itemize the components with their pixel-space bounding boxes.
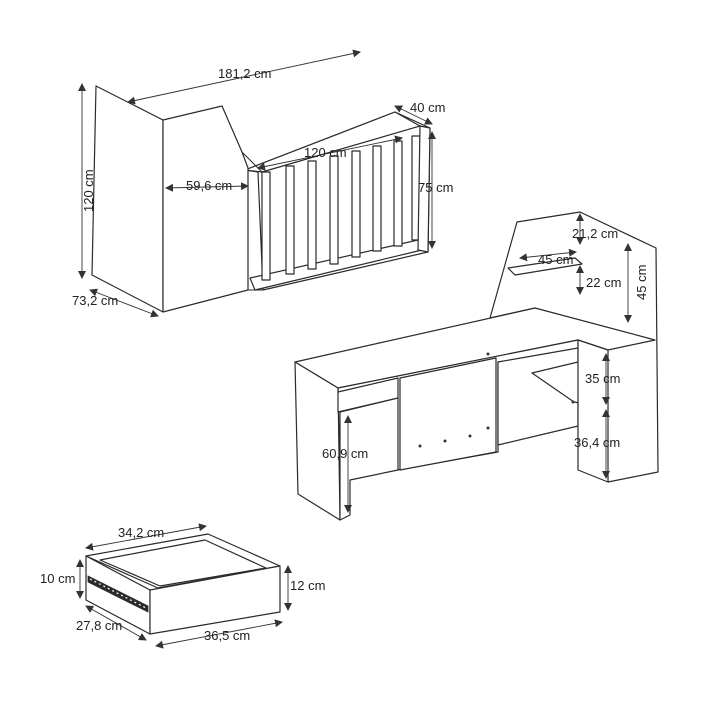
dim-line-shelf-width <box>519 248 577 262</box>
drawer-drawing <box>85 533 281 635</box>
label-crib-step-width: 59,6 cm <box>186 178 232 193</box>
label-desk-back-depth: 21,2 cm <box>572 226 618 241</box>
label-desk-panel-height: 45 cm <box>634 265 649 300</box>
label-drawer-depth: 27,8 cm <box>76 618 122 633</box>
crib-slat <box>307 160 317 270</box>
label-drawer-front-width: 36,5 cm <box>204 628 250 643</box>
crib-slat <box>285 165 295 275</box>
label-drawer-height-left: 10 cm <box>40 571 75 586</box>
dim-line-drawer-depth <box>85 605 147 641</box>
dim-line-inner-width <box>257 135 403 171</box>
crib-end-post <box>417 125 431 253</box>
dim-line-total-length <box>127 49 361 105</box>
label-desk-side-height: 36,4 cm <box>574 435 620 450</box>
desk-left-side <box>294 361 341 521</box>
label-desk-cabinet-height: 60,9 cm <box>322 446 368 461</box>
label-crib-depth: 40 cm <box>410 100 445 115</box>
label-crib-height-left: 120 cm <box>81 169 96 212</box>
dim-line-step-width <box>165 182 249 192</box>
dim-line-depth <box>394 105 433 125</box>
label-drawer-width: 34,2 cm <box>118 525 164 540</box>
dim-line-drawer-front-width <box>155 619 283 649</box>
crib-dimensions <box>78 49 436 318</box>
dim-line-base-depth <box>89 288 159 318</box>
desk-dimensions <box>344 213 632 513</box>
label-desk-side-shelf: 35 cm <box>585 371 620 386</box>
crib-drawing <box>91 85 431 313</box>
crib-left-side <box>91 85 164 313</box>
crib-slat <box>393 140 403 247</box>
drawer-front-panel <box>149 565 281 635</box>
label-crib-inner-width: 120 cm <box>304 145 347 160</box>
label-drawer-height-right: 12 cm <box>290 578 325 593</box>
desk-hardware-dots <box>418 352 575 448</box>
drawer-dimensions <box>76 523 292 649</box>
crib-slat <box>329 155 339 265</box>
label-desk-shelf-width: 45 cm <box>538 252 573 267</box>
desk-cabinet-door <box>399 357 497 471</box>
crib-slat <box>261 171 271 281</box>
desk-wall-shelf <box>507 257 583 276</box>
dim-line-drawer-width <box>85 523 207 551</box>
crib-slat <box>372 145 382 252</box>
desk-drawing <box>294 211 659 521</box>
label-crib-total-length: 181,2 cm <box>218 66 271 81</box>
crib-slat <box>351 150 361 258</box>
label-crib-rail-height: 75 cm <box>418 180 453 195</box>
label-desk-shelf-height: 22 cm <box>586 275 621 290</box>
crib-left-front <box>162 105 249 313</box>
desk-right-support <box>577 339 609 483</box>
label-crib-base-depth: 73,2 cm <box>72 293 118 308</box>
